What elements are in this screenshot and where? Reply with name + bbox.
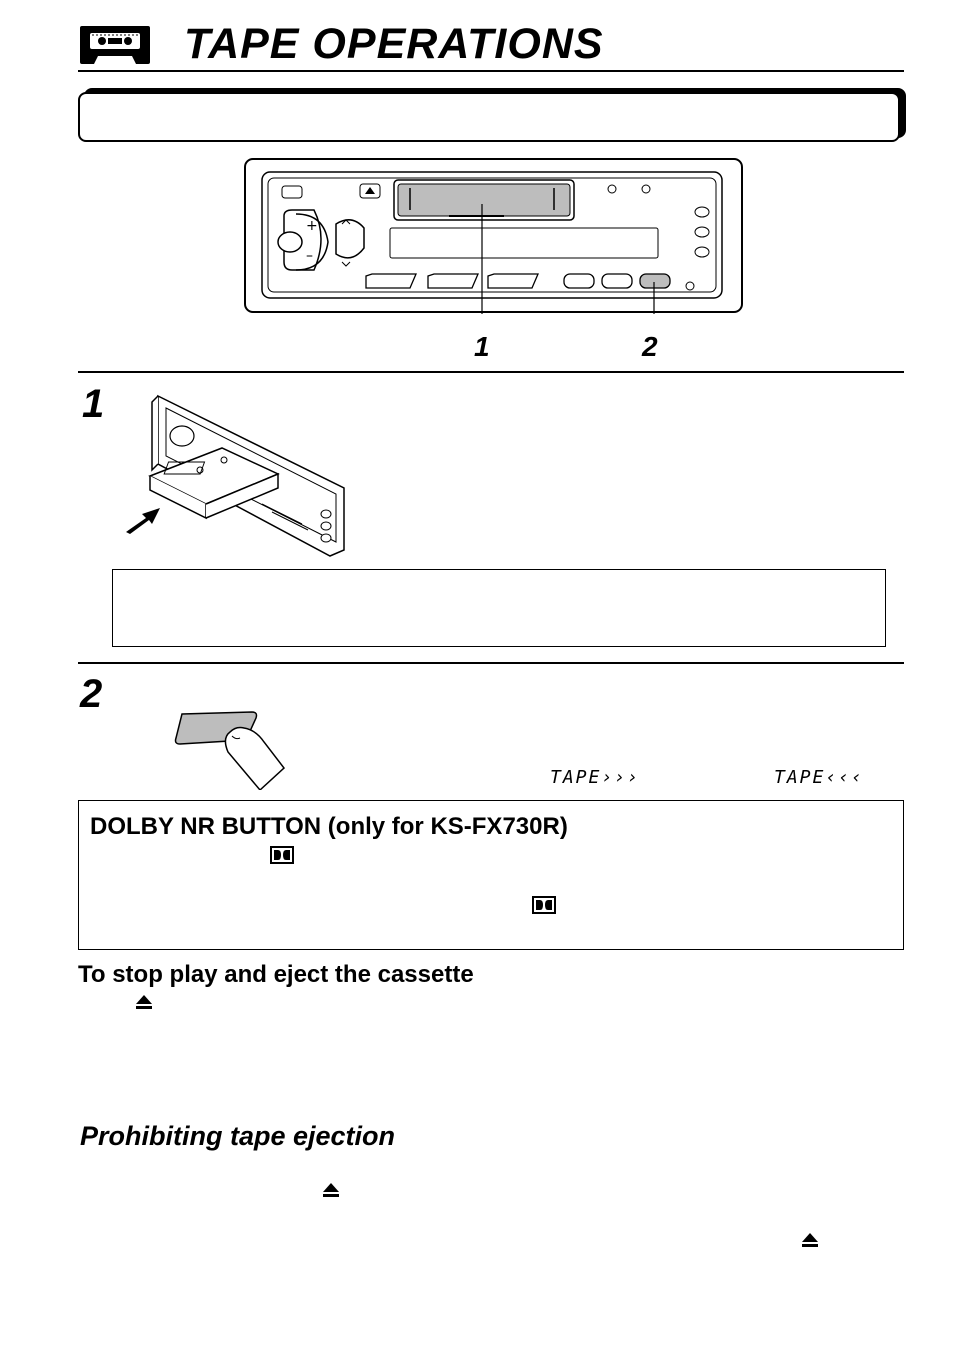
finger-press-illustration (174, 711, 286, 790)
step-1-rule (78, 371, 904, 373)
section-header-box (78, 92, 900, 142)
display-indicator-reverse: TAPE‹‹‹ (774, 767, 864, 788)
step-2-number: 2 (80, 672, 103, 716)
insert-arrow-icon (126, 508, 160, 534)
eject-icon-3 (802, 1233, 818, 1247)
svg-text:–: – (306, 248, 313, 264)
eject-icon-2 (323, 1183, 339, 1197)
dolby-nr-box (78, 800, 904, 950)
cassette-icon (80, 26, 150, 64)
svg-text:+: + (306, 218, 318, 234)
title-rule (78, 70, 904, 72)
step-2-rule (78, 662, 904, 664)
prohibit-eject-heading: Prohibiting tape ejection (80, 1121, 396, 1151)
cassette-insert-illustration (148, 394, 345, 557)
stop-eject-heading: To stop play and eject the cassette (78, 961, 474, 988)
page-title: TAPE OPERATIONS (184, 20, 604, 68)
dolby-nr-heading: DOLBY NR BUTTON (only for KS-FX730R) (90, 813, 568, 840)
dolby-double-d-icon (270, 846, 294, 864)
callout-2: 2 (642, 331, 658, 362)
eject-icon (136, 995, 152, 1009)
step-1-note-box (112, 569, 886, 647)
dolby-double-d-icon-2 (532, 896, 556, 914)
step-1-number: 1 (82, 382, 105, 426)
callout-1: 1 (474, 331, 490, 362)
front-panel-illustration: + – (244, 158, 743, 314)
display-indicator-forward: TAPE››› (550, 767, 640, 788)
